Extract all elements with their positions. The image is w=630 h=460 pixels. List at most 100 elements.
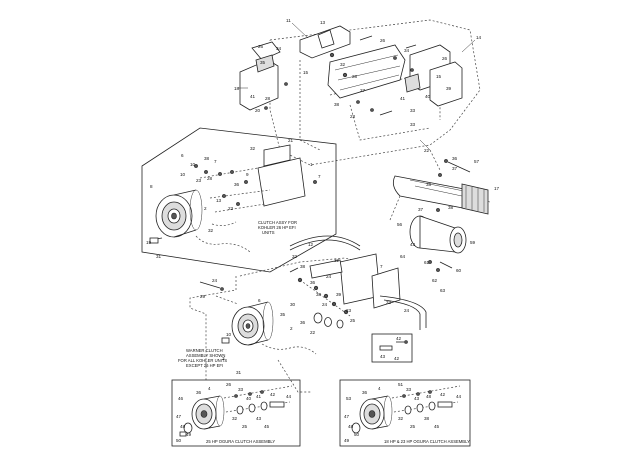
svg-text:39: 39 — [336, 292, 342, 297]
svg-text:32: 32 — [334, 258, 340, 263]
svg-text:10: 10 — [180, 172, 186, 177]
svg-text:26: 26 — [380, 38, 386, 43]
svg-text:25: 25 — [350, 318, 356, 323]
svg-text:24: 24 — [404, 308, 410, 313]
svg-text:33: 33 — [410, 122, 416, 127]
svg-text:34: 34 — [404, 48, 410, 53]
svg-text:23: 23 — [346, 308, 352, 313]
svg-text:38: 38 — [424, 416, 430, 421]
svg-text:61: 61 — [424, 260, 430, 265]
right-assembly: 36 57 37 17 38 37 38 56 43 64 59 60 62 6… — [389, 149, 500, 293]
svg-text:25: 25 — [242, 424, 248, 429]
svg-text:53: 53 — [346, 396, 352, 401]
svg-text:33: 33 — [406, 387, 412, 392]
svg-text:57: 57 — [474, 159, 480, 164]
svg-text:23: 23 — [196, 178, 202, 183]
top-left-plate — [251, 41, 281, 61]
svg-text:25: 25 — [410, 424, 416, 429]
svg-text:23: 23 — [228, 206, 234, 211]
svg-text:43: 43 — [414, 396, 420, 401]
ogura-25-box: 4 26 46 36 33 40 41 42 44 47 48 32 25 43… — [171, 379, 301, 447]
svg-text:30: 30 — [290, 302, 296, 307]
svg-text:11: 11 — [286, 18, 291, 23]
svg-text:7: 7 — [380, 264, 383, 269]
top-assembly: 11 13 14 26 34 35 15 26 34 26 18 41 28 3… — [234, 18, 482, 166]
ogura-18-23-box: 4 51 53 36 33 43 48 42 44 47 48 32 25 38… — [339, 379, 471, 447]
svg-text:48: 48 — [348, 424, 354, 429]
svg-text:26: 26 — [442, 56, 448, 61]
svg-text:33: 33 — [410, 108, 416, 113]
svg-text:26: 26 — [226, 382, 232, 387]
svg-text:43: 43 — [256, 416, 262, 421]
svg-text:51: 51 — [398, 382, 404, 387]
svg-text:31: 31 — [156, 254, 162, 259]
svg-text:28: 28 — [352, 74, 358, 79]
svg-text:38: 38 — [316, 292, 322, 297]
ogura-18-23-caption: 18 HP & 23 HP OGURA CLUTCH ASSEMBLY — [384, 439, 470, 444]
svg-text:41: 41 — [256, 394, 262, 399]
svg-text:32: 32 — [232, 416, 238, 421]
svg-text:41: 41 — [250, 94, 256, 99]
svg-text:36: 36 — [310, 280, 316, 285]
svg-text:43: 43 — [380, 354, 386, 359]
svg-text:45: 45 — [264, 424, 270, 429]
svg-text:7: 7 — [214, 159, 217, 164]
svg-text:39: 39 — [446, 86, 452, 91]
svg-text:59: 59 — [470, 240, 476, 245]
svg-text:62: 62 — [432, 278, 438, 283]
svg-text:24: 24 — [322, 302, 328, 307]
svg-text:13: 13 — [216, 198, 222, 203]
top-left-tab — [255, 54, 275, 73]
svg-text:38: 38 — [334, 102, 340, 107]
svg-text:32: 32 — [398, 416, 404, 421]
ogura-25-caption: 25 HP OGURA CLUTCH ASSEMBLY — [206, 439, 275, 444]
svg-text:15: 15 — [436, 74, 442, 79]
svg-text:14: 14 — [476, 35, 482, 40]
svg-text:4: 4 — [208, 386, 211, 391]
svg-text:38: 38 — [426, 182, 432, 187]
svg-text:56: 56 — [397, 222, 403, 227]
svg-text:48: 48 — [426, 394, 432, 399]
svg-text:6: 6 — [181, 153, 184, 158]
svg-text:38: 38 — [204, 156, 210, 161]
svg-text:7: 7 — [318, 174, 321, 179]
svg-text:21: 21 — [288, 138, 294, 143]
svg-text:47: 47 — [176, 414, 182, 419]
svg-text:36: 36 — [300, 320, 306, 325]
svg-text:10: 10 — [190, 162, 196, 167]
svg-text:37: 37 — [418, 207, 424, 212]
svg-text:10: 10 — [226, 332, 232, 337]
svg-text:18: 18 — [234, 86, 240, 91]
svg-text:42: 42 — [440, 392, 446, 397]
svg-text:15: 15 — [303, 70, 309, 75]
svg-text:3: 3 — [222, 356, 225, 361]
svg-text:24: 24 — [326, 274, 332, 279]
svg-text:44: 44 — [286, 394, 292, 399]
svg-text:9: 9 — [246, 172, 249, 177]
svg-text:24: 24 — [212, 278, 218, 283]
svg-text:45: 45 — [434, 424, 440, 429]
svg-text:36: 36 — [362, 390, 368, 395]
svg-text:36: 36 — [452, 156, 458, 161]
warner-caption: WARNER CLUTCH ASSEMBLY SHOWN FOR ALL KOH… — [178, 348, 228, 368]
svg-text:32: 32 — [340, 62, 346, 67]
svg-text:47: 47 — [344, 414, 350, 419]
svg-text:34: 34 — [276, 46, 282, 51]
svg-text:31: 31 — [236, 370, 242, 375]
svg-text:23: 23 — [350, 114, 356, 119]
svg-text:33: 33 — [386, 300, 392, 305]
svg-text:44: 44 — [456, 394, 462, 399]
svg-text:6: 6 — [258, 298, 261, 303]
svg-text:19: 19 — [146, 240, 152, 245]
svg-text:2: 2 — [290, 326, 293, 331]
svg-text:8: 8 — [150, 184, 153, 189]
svg-text:17: 17 — [494, 186, 500, 191]
svg-text:35: 35 — [280, 312, 286, 317]
svg-text:60: 60 — [456, 268, 462, 273]
svg-text:32: 32 — [292, 254, 298, 259]
svg-text:36: 36 — [196, 390, 202, 395]
svg-text:32: 32 — [208, 228, 214, 233]
svg-text:50: 50 — [176, 438, 182, 443]
svg-text:40: 40 — [425, 94, 431, 99]
